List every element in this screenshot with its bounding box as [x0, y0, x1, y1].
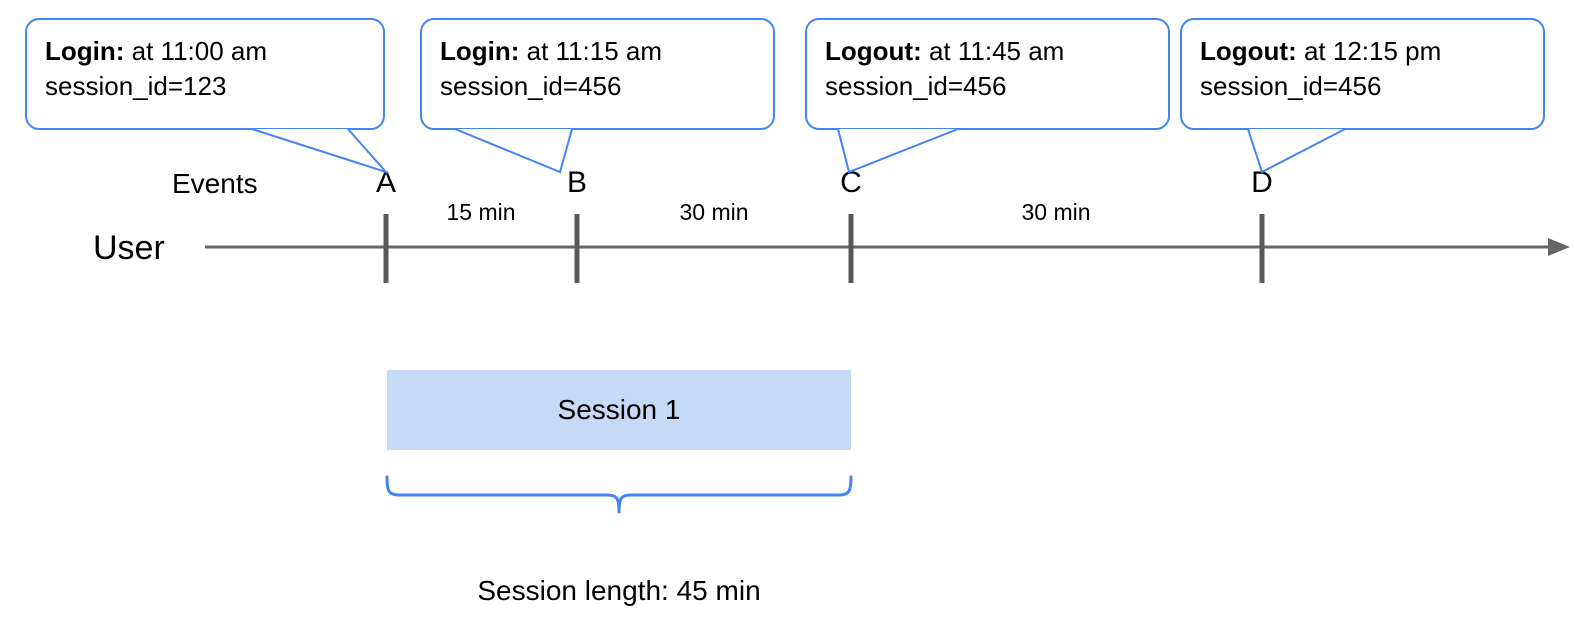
session-length-label: Session length: 45 min: [477, 575, 761, 606]
axis-arrowhead: [1548, 238, 1570, 256]
callout-b-line1: Login: at 11:15 am: [440, 34, 755, 69]
events-row-label: Events: [172, 168, 258, 199]
callout-c-event: Logout:: [825, 36, 922, 66]
callout-a-session: session_id=123: [45, 70, 227, 101]
callout-b-time: at 11:15 am: [519, 36, 663, 66]
interval-label-bc: 30 min: [679, 199, 749, 225]
session-bar-label: Session 1: [557, 394, 681, 425]
callout-c-time: at 11:45 am: [921, 36, 1065, 66]
callout-a-line1: Login: at 11:00 am: [45, 34, 365, 69]
callout-b-session: session_id=456: [440, 70, 622, 101]
callout-d-time: at 12:15 pm: [1296, 36, 1442, 66]
interval-label-ab: 15 min: [446, 199, 516, 225]
callout-d-event: Logout:: [1200, 36, 1297, 66]
tick-letter-d: D: [1251, 166, 1273, 199]
interval-label-cd: 30 min: [1021, 199, 1091, 225]
callout-d-session: session_id=456: [1200, 70, 1382, 101]
user-axis-label: User: [93, 229, 165, 267]
callout-a-time: at 11:00 am: [124, 36, 268, 66]
session-bar-1[interactable]: Session 1: [387, 370, 851, 450]
callout-tail-b: [454, 128, 573, 174]
callout-a-event: Login:: [45, 36, 125, 66]
callout-login-a[interactable]: Login: at 11:00 am session_id=123: [25, 18, 385, 130]
brace-path: [385, 475, 853, 514]
callout-b-event: Login:: [440, 36, 520, 66]
callout-d-line1: Logout: at 12:15 pm: [1200, 34, 1525, 69]
callout-c-line1: Logout: at 11:45 am: [825, 34, 1150, 69]
tick-letter-a: A: [375, 166, 396, 199]
tick-letter-c: C: [840, 166, 862, 199]
callout-login-b[interactable]: Login: at 11:15 am session_id=456: [420, 18, 775, 130]
callout-c-session: session_id=456: [825, 70, 1007, 101]
callout-logout-d[interactable]: Logout: at 12:15 pm session_id=456: [1180, 18, 1545, 130]
callout-logout-c[interactable]: Logout: at 11:45 am session_id=456: [805, 18, 1170, 130]
tick-letter-b: B: [566, 166, 587, 199]
